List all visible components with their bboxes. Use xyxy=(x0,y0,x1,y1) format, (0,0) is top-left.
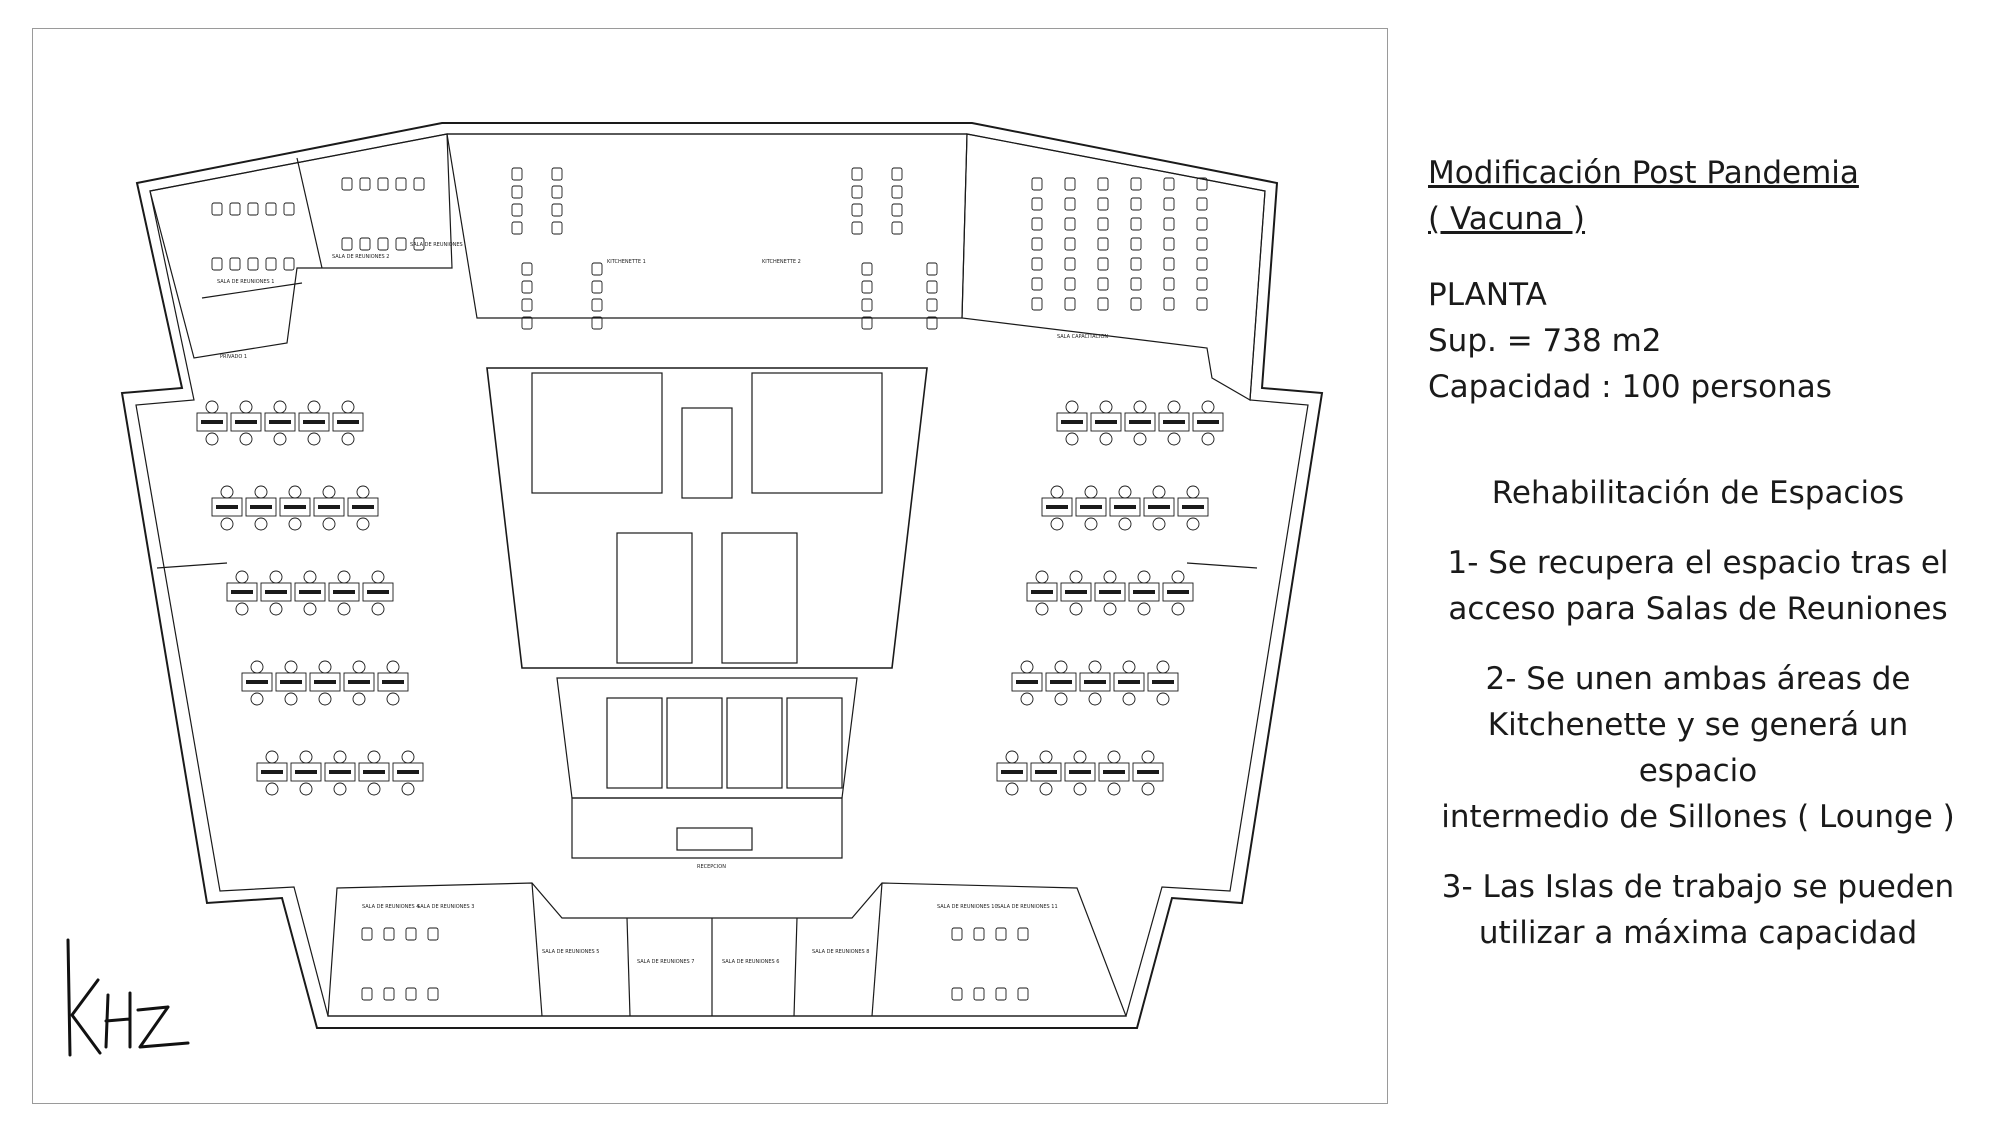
label-kitchenette2: KITCHENETTE 2 xyxy=(762,259,801,265)
shaft xyxy=(681,407,733,499)
label-recepcion: RECEPCION xyxy=(697,864,726,870)
outer-wall xyxy=(120,122,1324,1029)
stair-right xyxy=(721,532,798,664)
elevator-1 xyxy=(606,697,663,789)
elevator-2 xyxy=(666,697,723,789)
top-room-furniture xyxy=(211,167,1208,1001)
workstation-island xyxy=(1056,400,1224,446)
workstation-island xyxy=(996,750,1164,796)
label-kitchenette1: KITCHENETTE 1 xyxy=(607,259,646,265)
rehab-item-3: 3- Las Islas de trabajo se pueden utiliz… xyxy=(1428,864,1968,956)
rehab-item-1: 1- Se recupera el espacio tras el acceso… xyxy=(1428,540,1968,632)
label-sala5: SALA DE REUNIONES 5 xyxy=(542,949,599,955)
bottom-div-5 xyxy=(871,882,883,1017)
label-sala3: SALA DE REUNIONES 3 xyxy=(417,904,474,910)
workstation-island xyxy=(1026,570,1194,616)
label-sala10: SALA DE REUNIONES 10 xyxy=(937,904,998,910)
bottom-div-1 xyxy=(531,882,543,1017)
stair-left xyxy=(616,532,693,664)
bottom-div-2 xyxy=(626,917,631,1017)
room-top-right xyxy=(961,133,1266,402)
workstation-island xyxy=(1011,660,1179,706)
label-sala2: SALA DE REUNIONES 2 xyxy=(332,254,389,260)
rehab-item-3-line-1: 3- Las Islas de trabajo se pueden xyxy=(1441,869,1955,905)
toilets-left xyxy=(531,372,663,494)
superficie: Sup. = 738 m2 xyxy=(1428,323,1662,359)
label-sala4: SALA DE REUNIONES 4 xyxy=(362,904,419,910)
bottom-div-4 xyxy=(793,917,798,1017)
rehab-heading: Rehabilitación de Espacios xyxy=(1491,475,1905,511)
label-sala8: SALA DE REUNIONES 8 xyxy=(812,949,869,955)
rehab-item-2: 2- Se unen ambas áreas de Kitchenette y … xyxy=(1428,656,1968,840)
label-capacitacion: SALA CAPACITACION xyxy=(1057,334,1108,340)
divider-tl xyxy=(296,157,323,269)
elevator-lobby xyxy=(556,677,858,799)
rehab-item-1-line-2: acceso para Salas de Reuniones xyxy=(1448,591,1948,627)
workstation-island xyxy=(226,570,394,616)
rehab-item-2-line-1: 2- Se unen ambas áreas de xyxy=(1485,661,1911,697)
label-sala11: SALA DE REUNIONES 11 xyxy=(997,904,1058,910)
workstation-island xyxy=(256,750,424,796)
room-top-left xyxy=(149,133,453,359)
signature xyxy=(66,938,190,1057)
title-line-2: ( Vacuna ) xyxy=(1428,201,1586,237)
rehab-item-3-line-2: utilizar a máxima capacidad xyxy=(1478,915,1918,951)
rehab-item-2-line-2: Kitchenette y se generá un espacio xyxy=(1487,707,1909,789)
workstation-island xyxy=(241,660,409,706)
workstation-island xyxy=(211,485,379,531)
label-privado: PRIVADO 1 xyxy=(220,354,247,360)
capacidad: Capacidad : 100 personas xyxy=(1428,369,1832,405)
toilets-right xyxy=(751,372,883,494)
floor-plan: SALA DE REUNIONES 1 SALA DE REUNIONES 2 … xyxy=(120,122,1324,1029)
rehab-item-1-line-1: 1- Se recupera el espacio tras el xyxy=(1447,545,1949,581)
label-sala7: SALA DE REUNIONES 7 xyxy=(637,959,694,965)
title-line-1: Modificación Post Pandemia xyxy=(1428,155,1859,191)
workstation-island xyxy=(196,400,364,446)
elevator-4 xyxy=(786,697,843,789)
elevator-3 xyxy=(726,697,783,789)
room-top-center xyxy=(446,133,968,319)
workstation-island xyxy=(1041,485,1209,531)
label-sala6: SALA DE REUNIONES 6 xyxy=(722,959,779,965)
core xyxy=(486,367,928,669)
info-panel: Modificación Post Pandemia ( Vacuna ) PL… xyxy=(1428,150,1968,956)
divider-tl2 xyxy=(201,282,303,299)
label-sala1: SALA DE REUNIONES 1 xyxy=(217,279,274,285)
workstation-islands xyxy=(196,400,1224,796)
label-sala-reuniones: SALA DE REUNIONES xyxy=(410,242,463,248)
reception-desk xyxy=(676,827,753,851)
rehab-item-2-line-3: intermedio de Sillones ( Lounge ) xyxy=(1441,799,1955,835)
reception-area xyxy=(571,797,843,859)
planta-label: PLANTA xyxy=(1428,277,1547,313)
